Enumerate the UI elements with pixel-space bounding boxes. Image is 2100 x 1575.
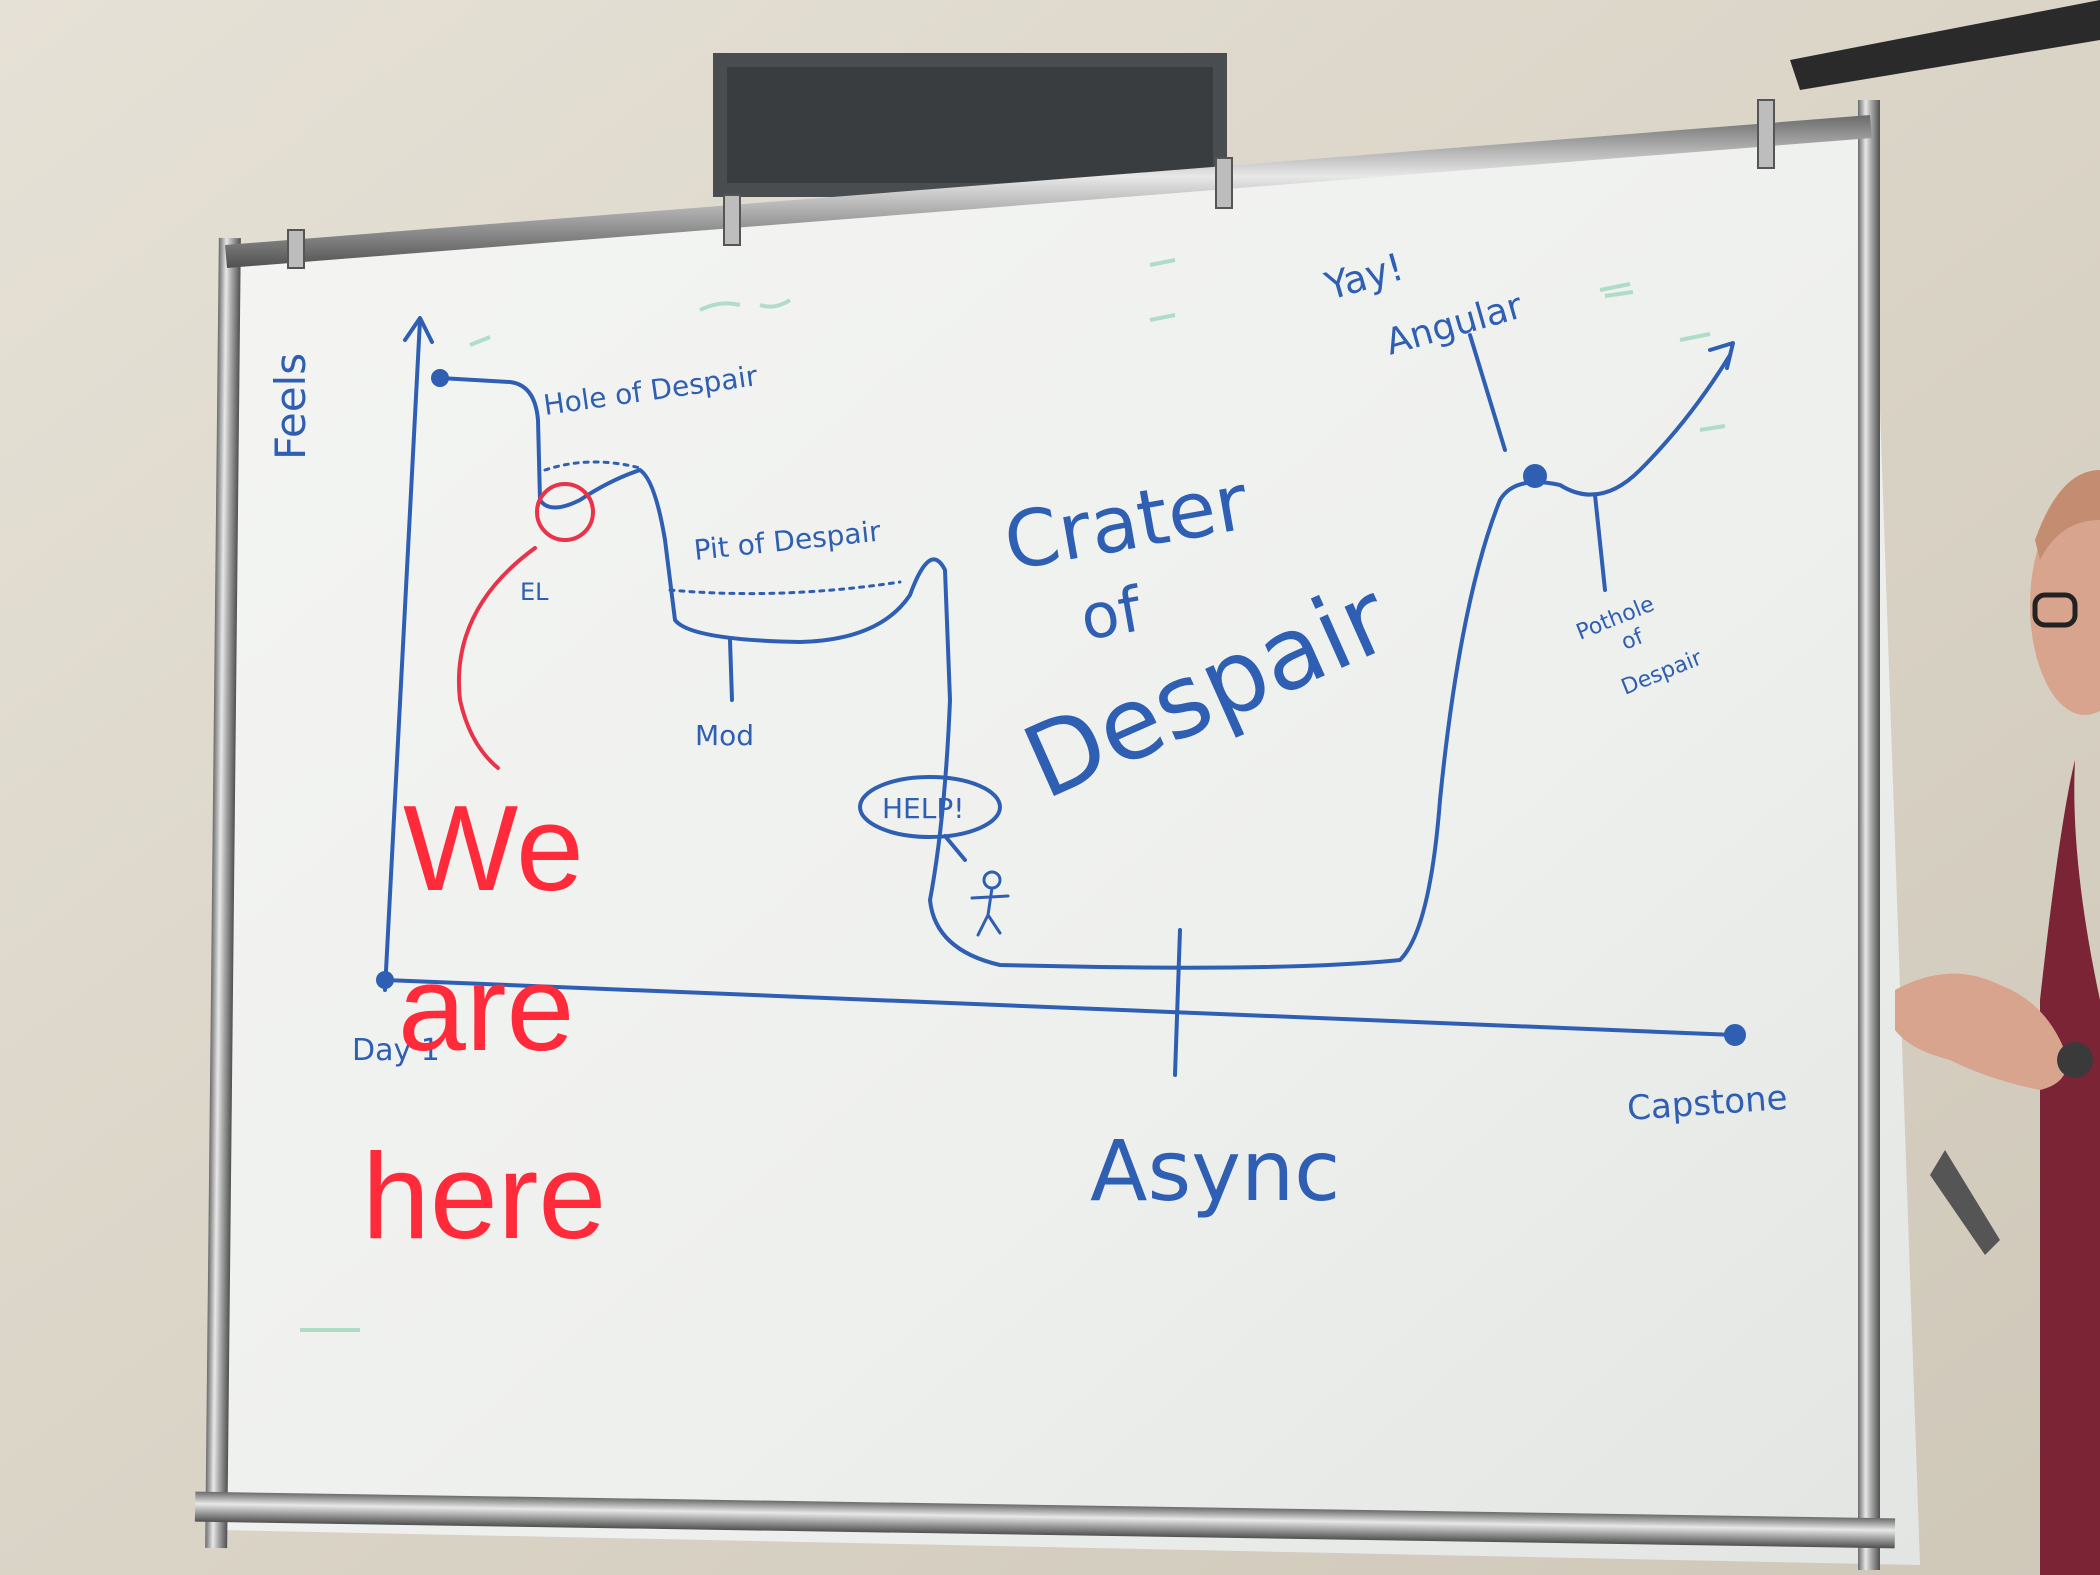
ceiling-beam (1790, 0, 2100, 90)
whiteboard (220, 120, 1920, 1565)
y-axis (383, 318, 422, 992)
curve-arrow (1708, 341, 1735, 370)
curve-start-dot (431, 369, 449, 387)
x-axis-end-dot (1724, 1024, 1746, 1046)
y-axis-arrow (403, 316, 434, 344)
overlay-line-2: are (398, 940, 574, 1076)
board-frame (194, 99, 1896, 1570)
mod-label: Mod (695, 719, 754, 752)
overlay-line-1: We (403, 780, 584, 916)
glasses-icon (2032, 592, 2078, 628)
marker-drawing (376, 316, 1746, 1077)
y-axis-label-F: Feels (266, 353, 315, 460)
el-label: EL (520, 578, 549, 606)
person (1895, 470, 2100, 1575)
red-circle (535, 482, 595, 542)
ghost-marks (300, 258, 1726, 1332)
overlay-line-3: here (362, 1128, 606, 1264)
angular-dot (1523, 464, 1547, 488)
feelings-curve (438, 353, 1732, 970)
x-start-label: Day 1 (352, 1033, 440, 1068)
help-bubble (858, 775, 1002, 839)
x-axis (383, 978, 1737, 1037)
red-arrow-curve (457, 546, 537, 770)
help-label: HELP! (882, 792, 964, 825)
x-axis-start-dot (376, 971, 394, 989)
watch-icon (2057, 1042, 2093, 1078)
doorway (720, 60, 1220, 190)
stick-figure-icon (970, 870, 1010, 937)
async-label: Async (1090, 1122, 1340, 1220)
